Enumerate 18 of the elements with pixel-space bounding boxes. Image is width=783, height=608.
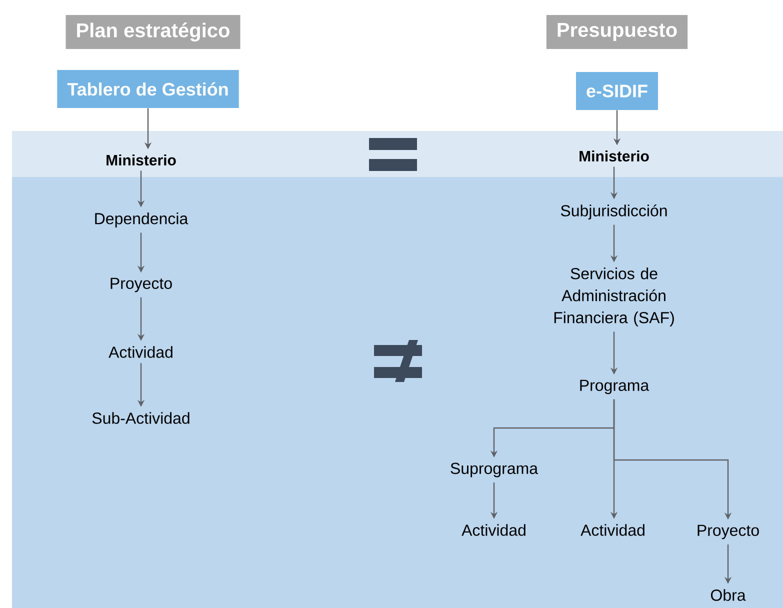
node-label: Dependencia (95, 212, 188, 228)
node-label: Suprograma (450, 462, 538, 478)
node-label: Obra (710, 589, 746, 601)
node-label: Proyecto (110, 278, 172, 292)
heading-box: Presupuesto (546, 15, 688, 49)
node-label: Actividad (462, 524, 526, 536)
node-label: Subjurisdicción (560, 204, 667, 220)
node-label: Sub-Actividad (92, 412, 190, 424)
node-label: Programa (580, 380, 650, 394)
node-label: Actividad (108, 346, 172, 358)
node-label: Ministerio (580, 150, 649, 162)
system-box: Tablero de Gestión (57, 70, 239, 108)
node-label: Servicios de Administración Financiera (SAF) (554, 268, 674, 326)
node-label: Proyecto (698, 524, 759, 540)
node-label: Actividad (580, 524, 644, 536)
node-label: Ministerio (106, 154, 176, 166)
heading-box: Plan estratégico (66, 15, 240, 49)
system-box: e-SIDIF (576, 72, 658, 110)
